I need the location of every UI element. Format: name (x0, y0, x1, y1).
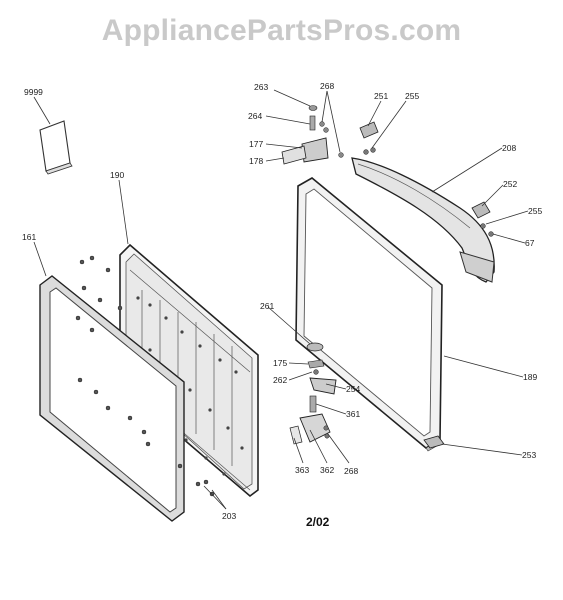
part-label-190: 190 (110, 170, 124, 180)
part-label-261: 261 (260, 301, 274, 311)
part-label-263: 263 (254, 82, 268, 92)
part-label-67: 67 (525, 238, 535, 248)
part-label-255-top: 255 (405, 91, 419, 101)
part-label-252: 252 (503, 179, 517, 189)
part-label-268-bottom: 268 (344, 466, 358, 476)
part-label-208: 208 (502, 143, 516, 153)
leader-lines (33, 89, 529, 510)
part-label-268-top: 268 (320, 81, 334, 91)
part-label-177: 177 (249, 139, 263, 149)
door-handle-drawing (351, 157, 495, 283)
part-label-264: 264 (248, 111, 262, 121)
manual-booklet-drawing (39, 120, 73, 175)
part-label-9999: 9999 (24, 87, 43, 97)
part-label-203: 203 (222, 511, 236, 521)
part-label-253: 253 (522, 450, 536, 460)
part-label-189: 189 (523, 372, 537, 382)
part-label-361: 361 (346, 409, 360, 419)
part-label-178: 178 (249, 156, 263, 166)
part-label-363: 363 (295, 465, 309, 475)
outer-door-drawing (295, 177, 443, 452)
part-label-161: 161 (22, 232, 36, 242)
screws-drawing (75, 255, 215, 497)
watermark-text: AppliancePartsPros.com (101, 14, 462, 47)
part-label-255-right: 255 (528, 206, 542, 216)
part-label-262: 262 (273, 375, 287, 385)
part-label-254: 254 (346, 384, 360, 394)
revision-date: 2/02 (306, 515, 330, 529)
part-label-175: 175 (273, 358, 287, 368)
part-label-362: 362 (320, 465, 334, 475)
part-label-251: 251 (374, 91, 388, 101)
door-gasket-drawing (39, 275, 185, 522)
bottom-hinge-parts-drawing (289, 342, 445, 449)
door-liner-drawing (119, 243, 259, 498)
